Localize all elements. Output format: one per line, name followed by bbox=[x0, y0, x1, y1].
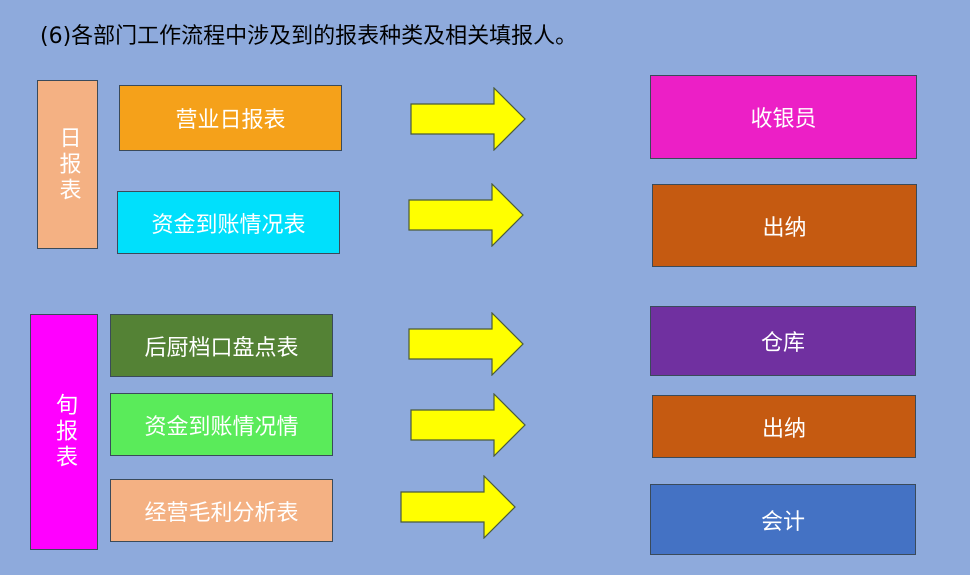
arrow-right-icon bbox=[400, 475, 516, 539]
reporter-teller-2: 出纳 bbox=[652, 395, 916, 458]
reporter-warehouse: 仓库 bbox=[650, 306, 916, 376]
group-daily-reports: 日报表 bbox=[37, 80, 98, 249]
page-title: (6)各部门工作流程中涉及到的报表种类及相关填报人。 bbox=[40, 24, 578, 49]
arrow-right-icon bbox=[408, 312, 524, 376]
reporter-cashier: 收银员 bbox=[650, 75, 917, 159]
arrow-right-icon bbox=[410, 393, 526, 457]
arrow-right-icon bbox=[408, 183, 524, 247]
arrow-right-icon bbox=[410, 87, 526, 151]
reporter-teller: 出纳 bbox=[652, 184, 917, 267]
report-gross-profit-analysis: 经营毛利分析表 bbox=[110, 479, 333, 542]
report-daily-sales: 营业日报表 bbox=[119, 85, 342, 151]
group-ten-day-reports: 旬报表 bbox=[30, 314, 98, 550]
report-kitchen-inventory: 后厨档口盘点表 bbox=[110, 314, 333, 377]
reporter-accountant: 会计 bbox=[650, 484, 916, 555]
report-fund-arrival-status: 资金到账情况情 bbox=[110, 393, 333, 456]
report-fund-arrival: 资金到账情况表 bbox=[117, 191, 340, 254]
